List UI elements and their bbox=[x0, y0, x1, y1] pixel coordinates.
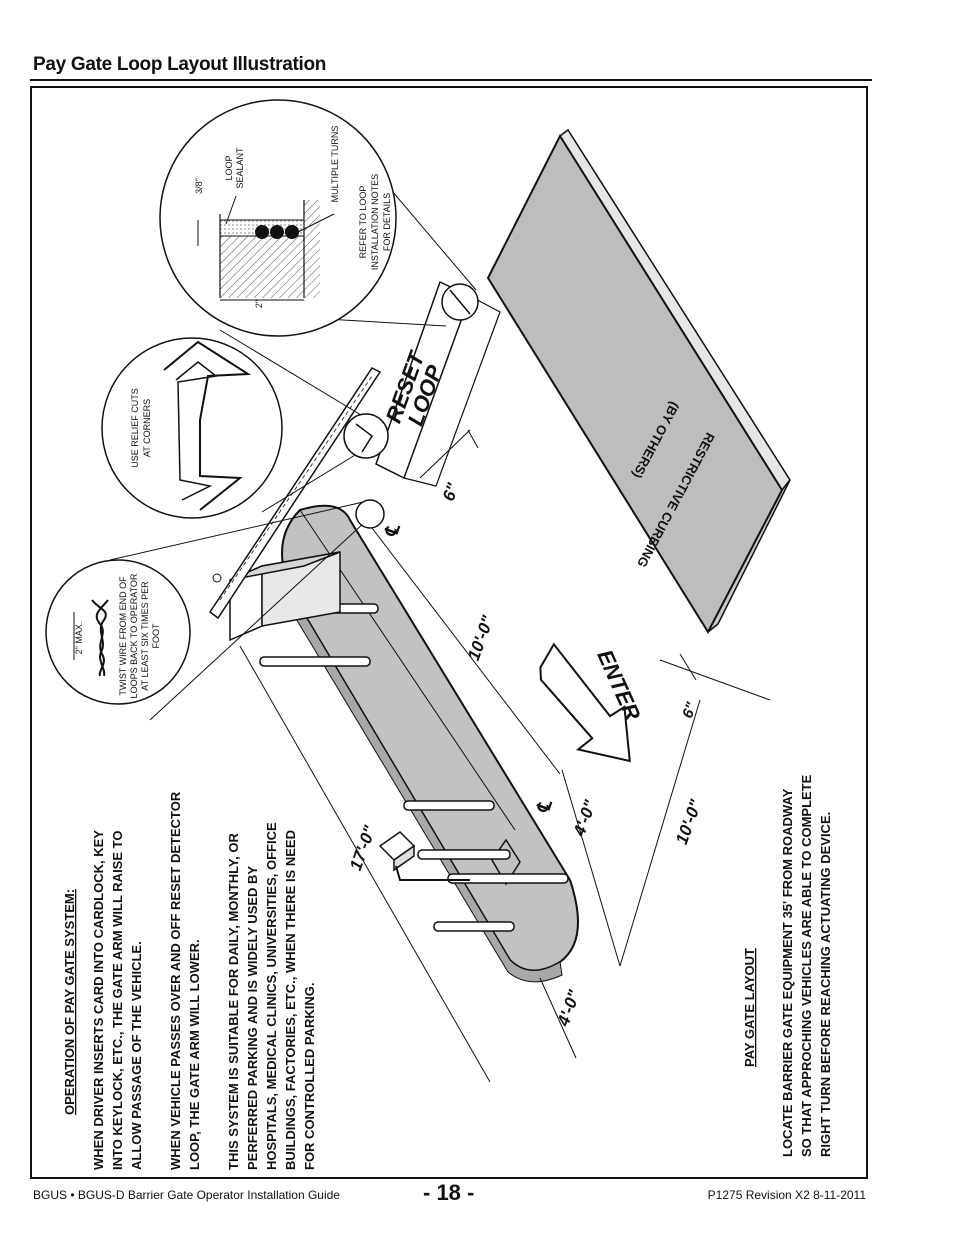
twist-note-4: FOOT bbox=[151, 623, 161, 648]
illustration-frame bbox=[30, 86, 868, 1179]
section-sealant-2: SEALANT bbox=[235, 147, 245, 189]
dim-6-in-b: 6" bbox=[679, 699, 701, 720]
operation-p2-l2: LOOP, THE GATE ARM WILL LOWER. bbox=[187, 939, 202, 1170]
footer-revision: P1275 Revision X2 8-11-2011 bbox=[707, 1188, 866, 1202]
twist-note-2: LOOPS BACK TO OPERATOR bbox=[129, 573, 139, 698]
dim-17-ft: 17'-0" bbox=[346, 822, 380, 873]
section-refer-3: FOR DETAILS bbox=[382, 193, 392, 251]
relief-note-2: AT CORNERS bbox=[142, 399, 152, 457]
operation-p3-l5: FOR CONTROLLED PARKING. bbox=[302, 982, 317, 1170]
layout-line-2: SO THAT APPROCHING VEHICLES ARE ABLE TO … bbox=[799, 774, 814, 1157]
operation-text: OPERATION OF PAY GATE SYSTEM: WHEN DRIVE… bbox=[62, 791, 317, 1170]
dimension-lines bbox=[239, 429, 771, 1083]
layout-line-1: LOCATE BARRIER GATE EQUIPMENT 35' FROM R… bbox=[780, 788, 795, 1157]
operation-p3-l4: BUILDINGS, FACTORIES, ETC., WHEN THERE I… bbox=[283, 830, 298, 1170]
dim-4-ft-b: 4'-0" bbox=[553, 987, 584, 1030]
twist-note-3: AT LEAST SIX TIMES PER bbox=[140, 581, 150, 691]
dim-4-ft-a: 4'-0" bbox=[569, 797, 600, 840]
centerline-b: ℄ bbox=[533, 797, 556, 816]
twist-dim: 2" MAX. bbox=[74, 622, 84, 655]
gate-operator bbox=[208, 367, 382, 642]
reset-loop: RESET LOOP bbox=[375, 280, 501, 487]
twist-note-1: TWIST WIRE FROM END OF bbox=[118, 576, 128, 696]
operation-p3-l3: HOSPITALS, MEDICAL CLINICS, UNIVERSITIES… bbox=[264, 822, 279, 1170]
card-reader bbox=[378, 831, 470, 881]
operation-p3-l1: THIS SYSTEM IS SUITABLE FOR DAILY, MONTH… bbox=[226, 833, 241, 1170]
operation-p2-l1: WHEN VEHICLE PASSES OVER AND OFF RESET D… bbox=[168, 791, 183, 1170]
layout-note-text: PAY GATE LAYOUT LOCATE BARRIER GATE EQUI… bbox=[742, 774, 833, 1157]
section-refer-1: REFER TO LOOP bbox=[358, 186, 368, 259]
detail-loop-section: 3/8" LOOP SEALANT MULTIPLE TURNS 2" REFE… bbox=[159, 99, 479, 337]
title-rule bbox=[30, 79, 872, 81]
layout-heading: PAY GATE LAYOUT bbox=[742, 948, 757, 1067]
operation-p1-l1: WHEN DRIVER INSERTS CARD INTO CARDLOCK, … bbox=[91, 830, 106, 1170]
section-depth: 3/8" bbox=[194, 178, 204, 194]
section-width: 2" bbox=[254, 300, 264, 308]
page-number: - 18 - bbox=[423, 1180, 475, 1205]
relief-note-1: USE RELIEF CUTS bbox=[130, 388, 140, 468]
dim-6-in-a: 6" bbox=[439, 480, 463, 504]
detail-twist-wire: 2" MAX. TWIST WIRE FROM END OF LOOPS BAC… bbox=[45, 499, 385, 721]
section-sealant-1: LOOP bbox=[224, 155, 234, 180]
dim-10-ft-a: 10'-0" bbox=[464, 612, 498, 663]
operation-p1-l2: INTO KEYLOCK, ETC., THE GATE ARM WILL RA… bbox=[110, 831, 125, 1170]
operation-p3-l2: PERFERRED PARKING AND IS WIDELY USED BY bbox=[245, 866, 260, 1170]
enter-arrow: ENTER bbox=[539, 642, 645, 763]
detail-relief-cuts: USE RELIEF CUTS AT CORNERS bbox=[101, 329, 389, 519]
operation-p1-l3: ALLOW PASSAGE OF THE VEHICLE. bbox=[129, 941, 144, 1170]
section-refer-2: INSTALLATION NOTES bbox=[370, 174, 380, 270]
section-turns: MULTIPLE TURNS bbox=[330, 126, 340, 203]
page-title: Pay Gate Loop Layout Illustration bbox=[33, 54, 327, 75]
footer-guide-title: BGUS • BGUS-D Barrier Gate Operator Inst… bbox=[33, 1188, 340, 1202]
restrictive-curbing: RESTRICTIVE CURBING (BY OTHERS) bbox=[486, 128, 791, 635]
layout-line-3: RIGHT TURN BEFORE REACHING ACTUATING DEV… bbox=[818, 812, 833, 1157]
operation-heading: OPERATION OF PAY GATE SYSTEM: bbox=[62, 889, 77, 1115]
dim-10-ft-b: 10'-0" bbox=[672, 796, 706, 847]
centerline-a: ℄ bbox=[381, 521, 404, 540]
